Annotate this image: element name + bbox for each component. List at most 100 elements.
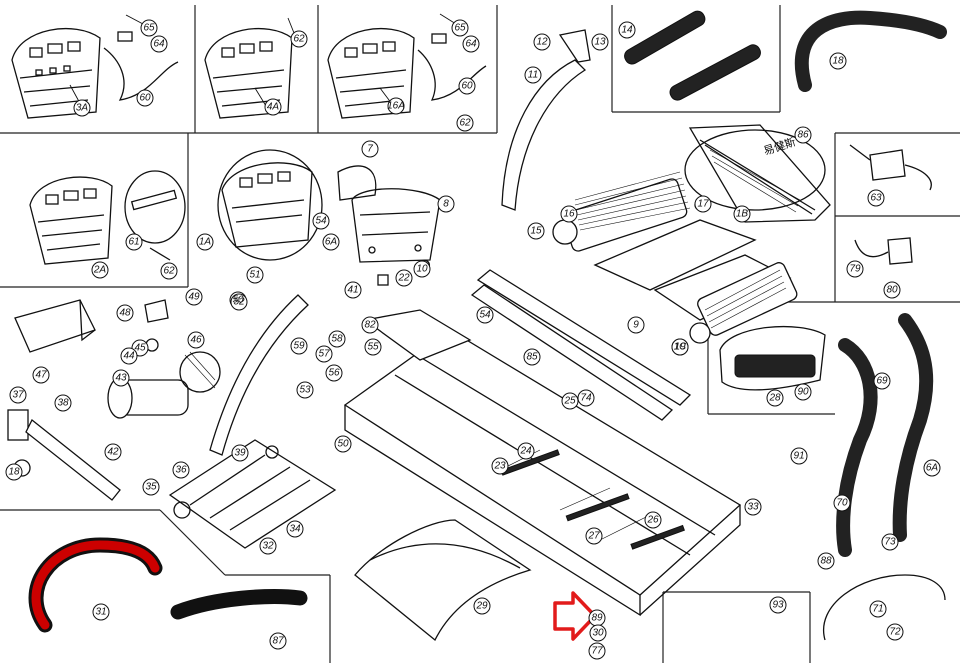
callout-label: 16 <box>563 209 575 220</box>
callout-label: 64 <box>153 39 165 50</box>
callout-circle <box>91 261 109 279</box>
callout-label: 65 <box>143 23 155 34</box>
callout-label: 50 <box>232 295 244 306</box>
callout-label: 42 <box>107 447 119 458</box>
callout-circle <box>92 603 110 621</box>
callout-circle <box>116 304 134 322</box>
callout-circle <box>561 392 579 410</box>
upright-left <box>501 29 591 211</box>
callout-label: 58 <box>331 334 343 345</box>
callout-circle <box>361 316 379 334</box>
handlebar-87 <box>28 537 163 633</box>
side-handles <box>822 313 946 641</box>
callout-label: 56 <box>328 368 340 379</box>
callout-circle <box>585 527 603 545</box>
callout-label: 82 <box>364 320 376 331</box>
callout-label: 62 <box>293 34 305 45</box>
callout-label: 6A <box>325 237 338 248</box>
callout-label: 79 <box>849 264 861 275</box>
lift-motor <box>7 409 121 501</box>
callout-label: 12 <box>536 37 548 48</box>
callout-circle <box>833 494 851 512</box>
callout-circle <box>886 623 904 641</box>
callout-label: 26 <box>646 515 659 526</box>
callout-label: 72 <box>889 627 901 638</box>
callout-circle <box>473 597 491 615</box>
callout-label: 71 <box>872 604 883 615</box>
callout-circle <box>883 281 901 299</box>
callout-circle <box>881 533 899 551</box>
callout-circle <box>451 19 469 37</box>
callout-label: 39 <box>234 448 246 459</box>
callout-circle <box>456 114 474 132</box>
motor-assembly <box>107 299 221 419</box>
callout-label: 4A <box>267 102 280 113</box>
callout-label: 86 <box>797 130 809 141</box>
callout-label: 28 <box>768 393 781 404</box>
callout-label: 62 <box>163 266 175 277</box>
callout-circle <box>591 33 609 51</box>
callout-label: 57 <box>318 349 330 360</box>
callout-label: 88 <box>820 556 832 567</box>
callout-circle <box>187 331 205 349</box>
callout-label: 73 <box>884 537 896 548</box>
callout-label: 1A <box>199 237 212 248</box>
callout-circle <box>869 600 887 618</box>
callout-label: 38 <box>57 398 69 409</box>
callout-label: 22 <box>397 273 410 284</box>
callout-label: 10 <box>416 264 428 275</box>
callout-label: 87 <box>272 636 284 647</box>
callout-circle <box>829 52 847 70</box>
callout-circle <box>196 233 214 251</box>
callout-label: 43 <box>115 373 127 384</box>
callout-circle <box>264 98 282 116</box>
callout-label: 91 <box>793 451 804 462</box>
callout-circle <box>413 260 431 278</box>
callout-circle <box>312 212 330 230</box>
main-frame <box>343 309 742 617</box>
callout-circle <box>560 205 578 223</box>
callout-circle <box>790 447 808 465</box>
callout-circle <box>290 337 308 355</box>
base-frame <box>168 439 337 549</box>
callout-label: 31 <box>95 607 106 618</box>
callout-circle <box>733 205 751 223</box>
callout-label: 3A <box>76 103 89 114</box>
callout-circle <box>533 33 551 51</box>
callout-circle <box>694 195 712 213</box>
callout-label: 54 <box>315 216 327 227</box>
rear-cap <box>719 326 826 391</box>
callout-label: 34 <box>289 524 301 535</box>
callout-circle <box>523 348 541 366</box>
callout-circles <box>5 19 941 660</box>
callout-label: 63 <box>870 193 882 204</box>
callout-label: 77 <box>591 646 603 657</box>
callout-label: 54 <box>479 310 491 321</box>
callout-label: 7 <box>367 144 373 155</box>
callout-label: 89 <box>591 613 603 624</box>
callout-circle <box>644 511 662 529</box>
callout-circle <box>627 316 645 334</box>
roller-front <box>552 171 691 252</box>
console-variant-2a <box>29 170 186 265</box>
callout-circle <box>54 394 72 412</box>
callout-circle <box>185 288 203 306</box>
motor-cover-top <box>684 124 831 223</box>
callout-label: 37 <box>12 390 24 401</box>
roller-rear <box>689 262 798 344</box>
console-1a-assembly <box>217 149 441 286</box>
callout-circle <box>588 642 606 660</box>
callout-label: 44 <box>123 351 135 362</box>
callout-circle <box>290 30 308 48</box>
console-variant-4a <box>204 17 297 119</box>
callout-label: 53 <box>299 385 311 396</box>
red-arrow-marker <box>553 591 597 641</box>
callout-circle <box>923 459 941 477</box>
callout-circle <box>286 520 304 538</box>
callout-circle <box>230 293 248 311</box>
callout-circle <box>150 35 168 53</box>
callout-circle <box>112 369 130 387</box>
callout-label: 36 <box>175 465 187 476</box>
callout-label: 17 <box>697 199 709 210</box>
motor-hood <box>354 519 532 642</box>
